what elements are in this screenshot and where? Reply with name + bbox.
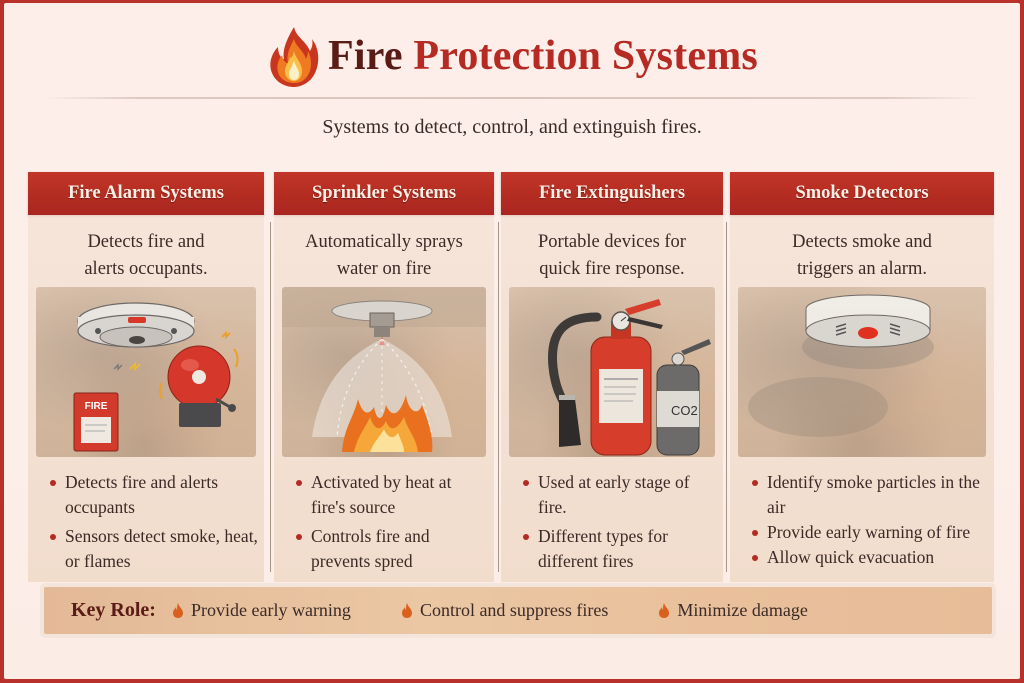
key-role-item-text: Provide early warning	[190, 600, 351, 620]
bullet-list: Identify smoke particles in the air Prov…	[730, 470, 994, 570]
column-fire-alarm: Fire Alarm Systems Detects fire and aler…	[28, 172, 264, 582]
bullet-item: Allow quick evacuation	[750, 545, 988, 570]
svg-text:FIRE: FIRE	[85, 401, 108, 412]
flame-icon	[172, 603, 183, 618]
extinguisher-illustration: CO2	[509, 287, 715, 457]
description-line: triggers an alarm.	[797, 259, 927, 279]
bullet-item: Identify smoke particles in the air	[750, 470, 988, 520]
column-description: Detects smoke and triggers an alarm.	[730, 229, 994, 283]
bullet-list: Detects fire and alerts occupants Sensor…	[28, 470, 264, 578]
key-role-item-text: Minimize damage	[677, 600, 808, 620]
column-description: Portable devices for quick fire response…	[501, 229, 723, 283]
subtitle: Systems to detect, control, and extingui…	[322, 116, 702, 138]
column-fire-extinguishers: Fire Extinguishers Portable devices for …	[501, 172, 723, 582]
title-divider	[44, 97, 980, 99]
smoke-detector-illustration	[738, 287, 986, 457]
column-sprinkler: Sprinkler Systems Automatically sprays w…	[274, 172, 494, 582]
description-line: quick fire response.	[539, 259, 685, 279]
bullet-item: Detects fire and alerts occupants	[48, 470, 258, 520]
flame-icon	[659, 603, 670, 618]
key-role-bar: Key Role: Provide early warning Control …	[44, 587, 992, 634]
fire-alarm-illustration: FIRE	[36, 287, 256, 457]
description-line: Portable devices for	[538, 232, 686, 252]
description-line: alerts occupants.	[84, 259, 208, 279]
column-divider	[498, 222, 499, 572]
bullet-item: Different types for different fires	[521, 524, 717, 574]
column-divider	[726, 222, 727, 572]
bullet-item: Controls fire and prevents spred	[294, 524, 488, 574]
key-role-label: Key Role:	[71, 599, 156, 621]
key-role-item-text: Control and suppress fires	[419, 600, 609, 620]
key-role-item: Control and suppress fires	[401, 600, 608, 621]
key-role-item: Provide early warning	[172, 600, 351, 621]
column-body: Automatically sprays water on fire	[274, 215, 494, 582]
title-row: Fire Protection Systems	[4, 21, 1020, 91]
key-role-item: Minimize damage	[658, 600, 808, 621]
column-body: Portable devices for quick fire response…	[501, 215, 723, 582]
description-line: Automatically sprays	[305, 232, 463, 252]
flame-icon	[401, 603, 412, 618]
systems-columns: Fire Alarm Systems Detects fire and aler…	[28, 172, 994, 582]
flame-icon	[270, 27, 319, 87]
page-title: Fire Protection Systems	[328, 32, 758, 80]
bullet-list: Used at early stage of fire. Different t…	[501, 470, 723, 578]
column-heading: Smoke Detectors	[730, 172, 994, 215]
bullet-item: Sensors detect smoke, heat, or flames	[48, 524, 258, 574]
column-smoke-detectors: Smoke Detectors Detects smoke and trigge…	[730, 172, 994, 582]
bullet-item: Used at early stage of fire.	[521, 470, 717, 520]
column-body: Detects fire and alerts occupants.	[28, 215, 264, 582]
infographic-frame: Fire Protection Systems Systems to detec…	[4, 3, 1020, 679]
title-words-protection-systems: Protection Systems	[413, 33, 758, 79]
column-description: Automatically sprays water on fire	[274, 229, 494, 283]
svg-text:CO2: CO2	[671, 403, 698, 418]
description-line: water on fire	[336, 259, 432, 279]
column-divider	[270, 222, 271, 572]
bullet-item: Activated by heat at fire's source	[294, 470, 488, 520]
title-word-fire: Fire	[328, 33, 403, 79]
bullet-item: Provide early warning of fire	[750, 520, 988, 545]
column-body: Detects smoke and triggers an alarm.	[730, 215, 994, 582]
description-line: Detects fire and	[87, 232, 205, 252]
column-heading: Fire Extinguishers	[501, 172, 723, 215]
column-heading: Sprinkler Systems	[274, 172, 494, 215]
sprinkler-illustration	[282, 287, 486, 457]
column-description: Detects fire and alerts occupants.	[28, 229, 264, 283]
bullet-list: Activated by heat at fire's source Contr…	[274, 470, 494, 578]
column-heading: Fire Alarm Systems	[28, 172, 264, 215]
description-line: Detects smoke and	[792, 232, 932, 252]
